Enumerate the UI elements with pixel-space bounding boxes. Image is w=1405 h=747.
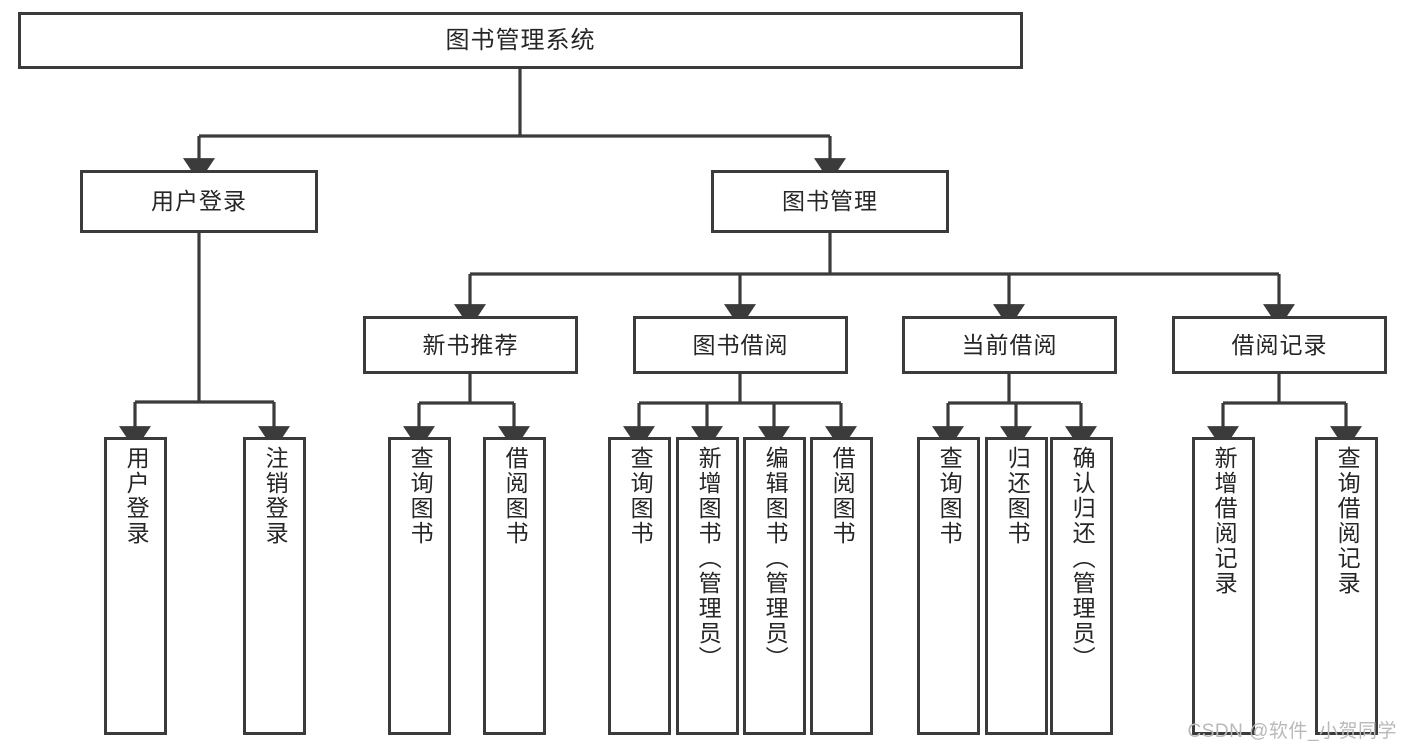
node-borrow-record-label: 借阅记录 (1231, 331, 1328, 358)
leaf-node-label: 归还图书 (1004, 446, 1031, 546)
leaf-node[interactable]: 新增图书（管理员） (676, 437, 739, 735)
node-user-login-label: 用户登录 (151, 188, 247, 215)
leaf-node-label: 编辑图书（管理员） (762, 446, 789, 671)
leaf-node[interactable]: 借阅图书 (810, 437, 873, 735)
leaf-node-label: 借阅图书 (829, 446, 856, 546)
leaf-node-label: 新增图书（管理员） (695, 446, 722, 671)
leaf-node[interactable]: 查询图书 (608, 437, 671, 735)
leaf-node-label: 用户登录 (123, 446, 150, 546)
leaf-node[interactable]: 注销登录 (243, 437, 306, 735)
leaf-node[interactable]: 用户登录 (104, 437, 167, 735)
leaf-node-label: 新增借阅记录 (1211, 446, 1238, 596)
node-book-management[interactable]: 图书管理 (711, 170, 949, 233)
leaf-node-label: 查询借阅记录 (1334, 446, 1361, 596)
leaf-node-label: 注销登录 (262, 446, 289, 546)
leaf-node[interactable]: 借阅图书 (483, 437, 546, 735)
node-new-book-recommend[interactable]: 新书推荐 (363, 316, 578, 374)
node-root[interactable]: 图书管理系统 (18, 12, 1023, 69)
leaf-node[interactable]: 查询借阅记录 (1315, 437, 1378, 735)
leaf-node-label: 查询图书 (627, 446, 654, 546)
node-book-management-label: 图书管理 (782, 188, 878, 215)
node-user-login[interactable]: 用户登录 (80, 170, 318, 233)
node-current-borrow-label: 当前借阅 (961, 331, 1058, 358)
node-borrow-record[interactable]: 借阅记录 (1172, 316, 1387, 374)
leaf-node-label: 查询图书 (936, 446, 963, 546)
leaf-node[interactable]: 查询图书 (388, 437, 451, 735)
node-new-book-recommend-label: 新书推荐 (422, 331, 519, 358)
leaf-node-label: 借阅图书 (502, 446, 529, 546)
leaf-node[interactable]: 新增借阅记录 (1192, 437, 1255, 735)
node-root-label: 图书管理系统 (445, 26, 596, 54)
node-book-borrow-label: 图书借阅 (692, 331, 789, 358)
csdn-watermark: CSDN @软件_小贺同学 (1187, 721, 1397, 742)
leaf-node-label: 查询图书 (407, 446, 434, 546)
node-book-borrow[interactable]: 图书借阅 (633, 316, 848, 374)
leaf-node[interactable]: 确认归还（管理员） (1050, 437, 1113, 735)
leaf-node[interactable]: 归还图书 (985, 437, 1048, 735)
leaf-node-label: 确认归还（管理员） (1069, 446, 1096, 671)
leaf-node[interactable]: 查询图书 (917, 437, 980, 735)
node-current-borrow[interactable]: 当前借阅 (902, 316, 1117, 374)
leaf-node[interactable]: 编辑图书（管理员） (743, 437, 806, 735)
